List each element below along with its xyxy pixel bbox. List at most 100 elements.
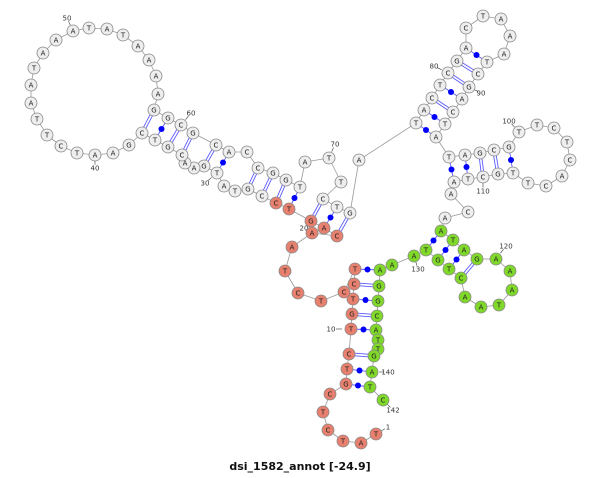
- nucleotide-letter: C: [464, 25, 469, 33]
- nucleotide-circle: [222, 145, 236, 159]
- nucleotide: C: [563, 153, 577, 167]
- nucleotide: A: [24, 78, 38, 92]
- nucleotide-circle: [487, 143, 501, 157]
- nucleotide-letter: C: [328, 391, 333, 399]
- nucleotide-circle: [82, 21, 96, 35]
- nucleotide: A: [66, 24, 80, 38]
- nucleotide: G: [161, 111, 175, 125]
- nucleotide-circle: [473, 146, 487, 160]
- nucleotide: A: [222, 145, 236, 159]
- nucleotide-circle: [417, 103, 431, 117]
- nucleotide-circle: [122, 138, 136, 152]
- nucleotide-letter: T: [44, 132, 50, 140]
- gc-pair-line: [479, 159, 482, 172]
- nucleotide: A: [285, 240, 299, 254]
- nucleotide-letter: A: [183, 160, 188, 168]
- nucleotide-circle: [116, 28, 130, 42]
- nucleotide: A: [305, 226, 319, 240]
- gc-pair-line: [465, 264, 475, 275]
- pair-dot: [220, 159, 226, 166]
- nucleotide-circle: [346, 292, 360, 306]
- nucleotide: A: [100, 22, 114, 36]
- nucleotide-letter: A: [449, 191, 454, 199]
- pair-dot: [448, 89, 454, 95]
- nucleotide: T: [330, 200, 344, 214]
- nucleotide-letter: T: [340, 438, 346, 446]
- nucleotide: G: [431, 253, 445, 267]
- nucleotide-letter: C: [459, 275, 464, 283]
- nucleotide-letter: T: [297, 184, 303, 192]
- nucleotide: C: [459, 21, 473, 35]
- nucleotide: C: [446, 105, 460, 119]
- nucleotide-letter: A: [370, 369, 375, 377]
- nucleotide-letter: T: [373, 431, 379, 439]
- nucleotide-circle: [298, 155, 312, 169]
- nucleotide-letter: T: [446, 266, 452, 274]
- nucleotide: T: [278, 264, 292, 278]
- nucleotide: T: [461, 172, 475, 186]
- nucleotide-circle: [458, 148, 472, 162]
- nucleotide-letter: A: [499, 16, 504, 24]
- label-tick: [500, 249, 504, 254]
- nucleotide-letter: A: [510, 287, 515, 295]
- nucleotide-letter: A: [290, 244, 295, 252]
- nucleotide-circle: [429, 130, 443, 144]
- nucleotide: C: [174, 118, 188, 132]
- nucleotide: A: [106, 146, 120, 160]
- nucleotide: T: [148, 133, 162, 147]
- nucleotide: T: [293, 180, 307, 194]
- nucleotide-letter: A: [443, 215, 448, 223]
- nucleotide: T: [322, 151, 336, 165]
- nucleotide-circle: [278, 264, 292, 278]
- nucleotide: C: [370, 309, 384, 323]
- nucleotide-circle: [279, 173, 293, 187]
- nucleotide: T: [30, 112, 44, 126]
- nucleotide: T: [340, 362, 354, 376]
- nucleotide-letter: A: [222, 183, 227, 191]
- nucleotide: G: [367, 349, 381, 363]
- nucleotide-letter: A: [154, 73, 159, 81]
- nucleotide-circle: [476, 170, 490, 184]
- gc-pair-line: [461, 64, 473, 73]
- nucleotide: C: [291, 286, 305, 300]
- nucleotide: A: [444, 187, 458, 201]
- nucleotide: A: [49, 33, 63, 47]
- nucleotide: A: [458, 148, 472, 162]
- nucleotide-circle: [457, 243, 471, 257]
- pair-dot: [508, 157, 514, 163]
- nucleotide-letter: A: [460, 96, 465, 104]
- nucleotide-letter: T: [484, 59, 490, 67]
- nucleotide-circle: [314, 294, 328, 308]
- nucleotide-circle: [147, 103, 161, 117]
- nucleotide: A: [142, 53, 156, 67]
- nucleotide: G: [372, 279, 386, 293]
- label-tick: [415, 261, 418, 266]
- nucleotide-letter: T: [367, 384, 373, 392]
- nucleotide-circle: [344, 322, 358, 336]
- nucleotide-circle: [240, 145, 254, 159]
- nucleotide-circle: [446, 105, 460, 119]
- nucleotide-letter: T: [375, 346, 381, 354]
- nucleotide-letter: G: [349, 311, 354, 319]
- nucleotide: C: [487, 143, 501, 157]
- nucleotide-circle: [293, 180, 307, 194]
- nucleotide-letter: T: [318, 298, 324, 306]
- gc-pair-line: [207, 150, 215, 162]
- nucleotide-letter: T: [423, 247, 429, 255]
- nucleotide-letter: C: [381, 397, 386, 405]
- nucleotide-letter: A: [227, 149, 232, 157]
- nucleotide: T: [336, 434, 350, 448]
- nucleotide-letter: A: [29, 82, 34, 90]
- nucleotide-letter: C: [245, 149, 250, 157]
- nucleotide-circle: [161, 140, 175, 154]
- nucleotide-circle: [444, 187, 458, 201]
- label-tick: [387, 404, 391, 408]
- nucleotide-circle: [497, 47, 511, 61]
- nucleotide-letter: T: [525, 180, 531, 188]
- position-label: 80: [430, 63, 439, 71]
- nucleotide-circle: [454, 271, 468, 285]
- nucleotide: T: [530, 118, 544, 132]
- nucleotide-circle: [471, 67, 485, 81]
- nucleotide-circle: [539, 179, 553, 193]
- nucleotide-circle: [503, 29, 517, 43]
